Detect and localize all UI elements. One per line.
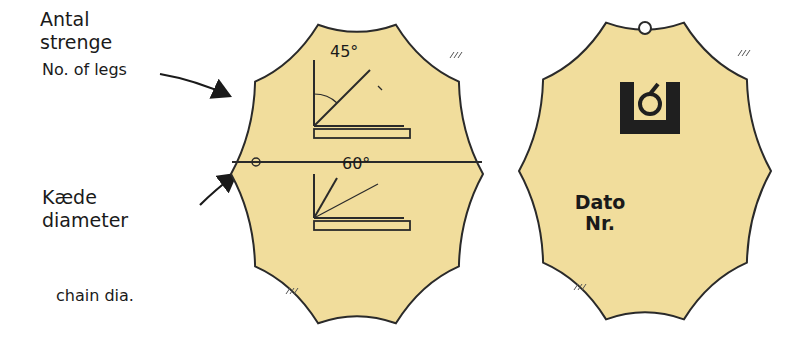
angle-label: 60° bbox=[342, 154, 370, 173]
tag-detail bbox=[286, 288, 290, 294]
tag-detail bbox=[252, 158, 260, 166]
callout-label: Kæde diameter bbox=[42, 186, 152, 232]
tag-detail bbox=[450, 52, 454, 58]
tag-outline bbox=[516, 12, 774, 330]
tag-detail bbox=[314, 94, 337, 103]
tag-detail bbox=[454, 52, 458, 58]
date-label: Dato Nr. bbox=[568, 192, 632, 234]
leader-arrow bbox=[200, 174, 236, 205]
tag-hole bbox=[639, 22, 651, 34]
tag-detail bbox=[578, 284, 582, 290]
tag-shape bbox=[231, 25, 483, 324]
callout-label: Antal strenge bbox=[40, 8, 130, 54]
tag-detail bbox=[294, 288, 298, 294]
tag-detail bbox=[313, 174, 315, 218]
tag-detail bbox=[582, 284, 586, 290]
tag-detail bbox=[314, 184, 378, 218]
tag-outline bbox=[228, 14, 486, 334]
tag-detail bbox=[314, 125, 404, 127]
angle-label: 45° bbox=[330, 42, 358, 61]
leader-arrow bbox=[160, 74, 230, 96]
tag-detail bbox=[574, 284, 578, 290]
tag-detail bbox=[746, 50, 750, 56]
tag-detail bbox=[650, 84, 658, 94]
tag-shape bbox=[519, 23, 771, 320]
logo-ring bbox=[640, 94, 660, 114]
tag-detail bbox=[313, 60, 315, 126]
tag-detail bbox=[458, 52, 462, 58]
logo-frame bbox=[620, 82, 680, 134]
tag-detail bbox=[290, 288, 294, 294]
chain-tag: 45° 60° bbox=[228, 14, 486, 334]
tag-detail bbox=[314, 217, 404, 219]
tag-detail bbox=[314, 70, 370, 126]
tag-detail bbox=[378, 86, 382, 90]
chain-tag: Dato Nr. bbox=[516, 12, 774, 330]
leg-bar bbox=[314, 221, 410, 230]
callout-label: No. of legs bbox=[42, 58, 182, 81]
tag-detail bbox=[742, 50, 746, 56]
tag-detail bbox=[738, 50, 742, 56]
leg-bar bbox=[314, 129, 410, 138]
callout-label: chain dia. bbox=[56, 284, 196, 307]
